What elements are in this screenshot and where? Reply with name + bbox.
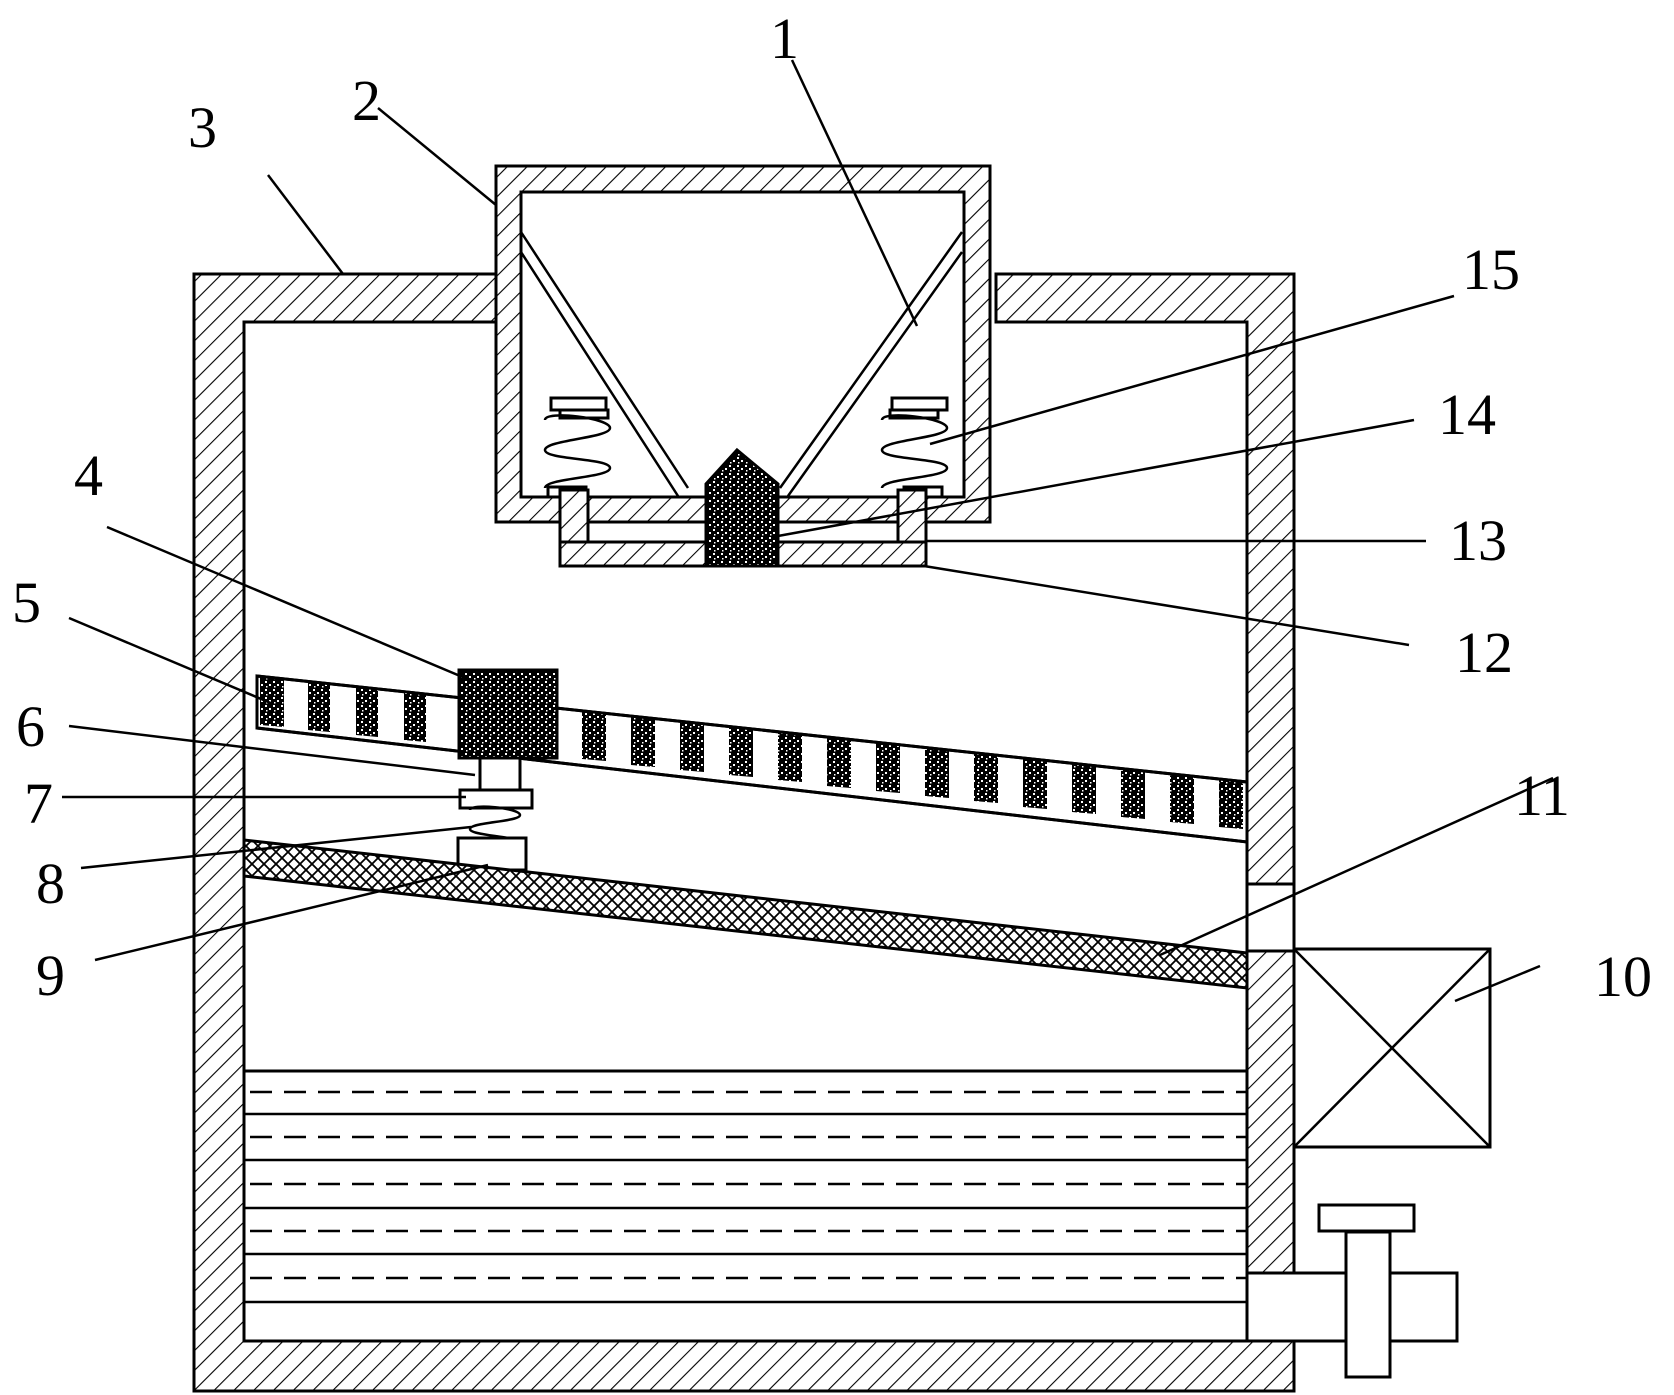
label-7: 7 xyxy=(24,771,53,836)
label-13: 13 xyxy=(1449,508,1507,573)
label-10: 10 xyxy=(1594,944,1652,1009)
label-11: 11 xyxy=(1514,763,1570,828)
drain-valve xyxy=(1245,1203,1459,1379)
label-14: 14 xyxy=(1438,382,1496,447)
label-4: 4 xyxy=(74,443,103,508)
label-15: 15 xyxy=(1462,237,1520,302)
label-8: 8 xyxy=(36,851,65,916)
liquid-layers xyxy=(244,1069,1247,1304)
label-6: 6 xyxy=(16,694,45,759)
label-12: 12 xyxy=(1455,620,1513,685)
sloped-plate xyxy=(242,838,1249,990)
funnel xyxy=(519,231,964,497)
leader-lines xyxy=(62,59,1554,1003)
label-5: 5 xyxy=(12,570,41,635)
label-9: 9 xyxy=(36,943,65,1008)
label-2: 2 xyxy=(352,68,381,133)
screen-belt xyxy=(255,674,1249,844)
motor-block xyxy=(457,668,559,760)
label-1: 1 xyxy=(770,6,799,71)
callout-labels: 1 2 3 4 5 6 7 8 9 10 11 12 13 14 15 xyxy=(12,6,1652,1009)
plug-block xyxy=(704,447,780,568)
side-box xyxy=(1292,947,1492,1149)
label-3: 3 xyxy=(188,95,217,160)
